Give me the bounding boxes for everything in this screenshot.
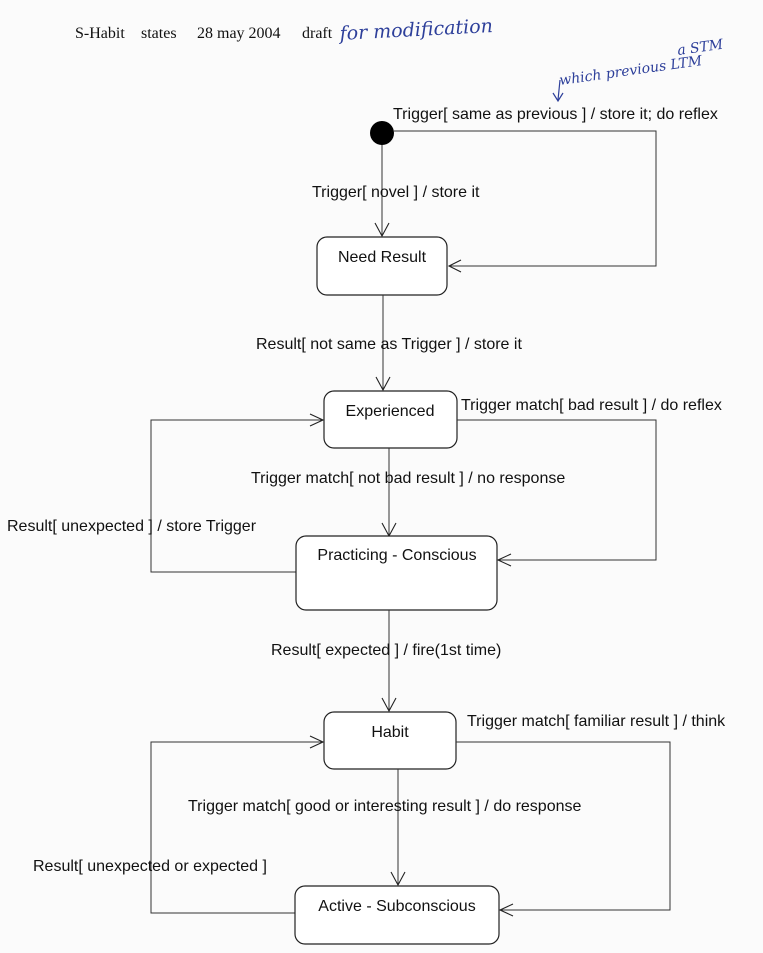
diagram-status: draft (302, 25, 333, 42)
habit-good-arrowhead (390, 871, 406, 887)
state-need-result-label: Need Result (338, 249, 427, 266)
practicing-unexpected-line (150, 419, 323, 573)
need-to-experienced-label: Result[ not same as Trigger ] / store it (256, 336, 522, 353)
self-loop-arrowhead (447, 259, 462, 273)
practicing-unexpected-arrowhead (309, 413, 325, 427)
handwritten-note: for modification (337, 15, 493, 45)
habit-good-label: Trigger match[ good or interesting resul… (188, 798, 581, 815)
state-practicing-label: Practicing - Conscious (317, 547, 476, 564)
experienced-bad-label: Trigger match[ bad result ] / do reflex (461, 397, 722, 414)
state-active (294, 885, 500, 945)
active-result-label: Result[ unexpected or expected ] (33, 858, 267, 875)
annotation-line2: which previous LTM (558, 53, 704, 89)
experienced-bad-arrowhead (496, 553, 512, 567)
habit-familiar-arrowhead (498, 903, 514, 917)
practicing-expected-arrowhead (381, 697, 397, 713)
diagram-date: 28 may 2004 (197, 25, 281, 42)
diagram-subtitle: states (141, 25, 177, 42)
active-result-arrowhead (309, 735, 325, 749)
practicing-unexpected-label: Result[ unexpected ] / store Trigger (7, 518, 257, 535)
practicing-expected-label: Result[ expected ] / fire(1st time) (271, 642, 501, 659)
state-habit (323, 711, 457, 770)
annotation-arrow (557, 79, 561, 101)
state-experienced-label: Experienced (346, 403, 435, 420)
experienced-bad-line (457, 419, 657, 561)
annotation-line1: a STM (676, 37, 724, 59)
self-loop-label: Trigger[ same as previous ] / store it; … (393, 106, 718, 123)
active-result-line (150, 741, 323, 914)
state-active-label: Active - Subconscious (318, 898, 475, 915)
initial-arrowhead (374, 222, 390, 238)
experienced-not-bad-label: Trigger match[ not bad result ] / no res… (251, 470, 565, 487)
diagram-title: S-Habit (75, 25, 125, 42)
habit-familiar-line (456, 741, 671, 911)
state-practicing (295, 535, 498, 611)
habit-familiar-label: Trigger match[ familiar result ] / think (467, 713, 726, 730)
annotation-arrowhead (552, 92, 564, 103)
state-habit-label: Habit (371, 724, 409, 741)
state-need-result (316, 236, 448, 296)
need-to-experienced-arrowhead (375, 376, 391, 392)
initial-label: Trigger[ novel ] / store it (312, 184, 480, 201)
initial-state (370, 121, 394, 145)
self-loop-line (394, 130, 657, 267)
